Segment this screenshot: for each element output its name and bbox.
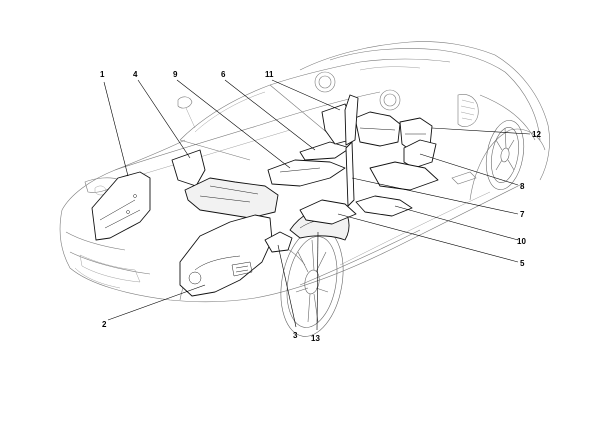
leader-3 xyxy=(277,244,297,328)
callout-5: 5 xyxy=(520,259,525,268)
callout-1: 1 xyxy=(100,70,105,79)
part-6-floor-panel xyxy=(299,141,351,161)
part-7-tunnel-strip xyxy=(345,141,355,207)
leader-9 xyxy=(176,79,291,169)
leader-4 xyxy=(137,79,191,159)
part-5-sill-strip xyxy=(299,199,357,225)
leader-12 xyxy=(431,127,531,135)
callout-9: 9 xyxy=(173,70,178,79)
callout-3: 3 xyxy=(293,331,298,340)
callout-6: 6 xyxy=(221,70,226,79)
callout-12: 12 xyxy=(532,130,541,139)
leader-7 xyxy=(351,177,519,215)
callout-8: 8 xyxy=(520,182,525,191)
leader-8 xyxy=(419,153,519,186)
callout-10: 10 xyxy=(517,237,526,246)
leader-lines xyxy=(103,79,531,331)
leader-5 xyxy=(337,213,519,263)
part-4-firewall-panel xyxy=(171,149,279,219)
leader-6 xyxy=(224,79,316,151)
part-8-side-plate xyxy=(369,161,439,191)
part-1-front-panel xyxy=(91,171,151,241)
callout-7: 7 xyxy=(520,210,525,219)
part-2-lower-panel xyxy=(179,214,273,297)
callout-11: 11 xyxy=(265,70,274,79)
leader-2 xyxy=(107,284,206,321)
car-body-outline xyxy=(59,41,550,303)
callout-labels: 1 2 3 4 5 6 7 8 9 10 11 12 13 xyxy=(100,70,541,343)
part-10-sill-panel xyxy=(355,195,413,217)
callout-4: 4 xyxy=(133,70,138,79)
leader-13 xyxy=(316,231,319,331)
part-9-floor-panel xyxy=(267,159,346,187)
part-3-tunnel-panel xyxy=(264,231,293,253)
callout-2: 2 xyxy=(102,320,107,329)
leader-1 xyxy=(103,81,129,177)
leader-10 xyxy=(394,205,519,241)
leader-11 xyxy=(271,79,341,111)
callout-13: 13 xyxy=(311,334,320,343)
rear-wheel xyxy=(485,120,525,190)
